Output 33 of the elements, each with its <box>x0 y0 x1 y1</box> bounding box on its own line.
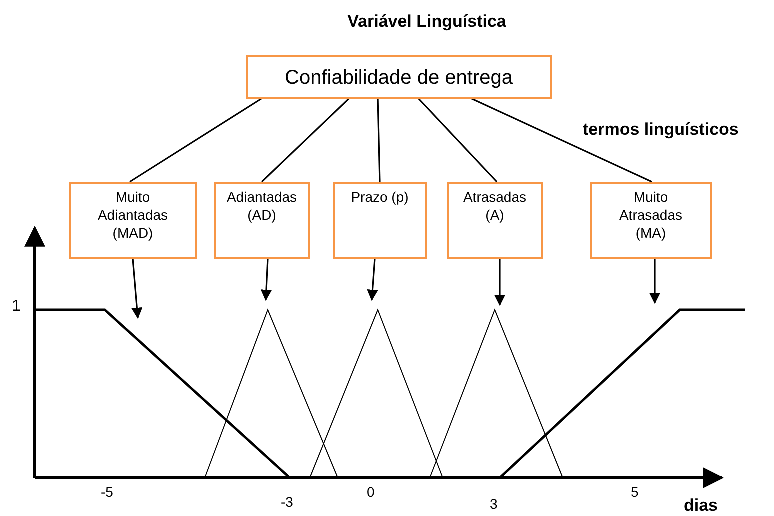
term-name: Atrasadas (A) <box>462 188 528 224</box>
arrow <box>132 258 143 320</box>
variable-box <box>246 55 552 99</box>
variable-name: Confiabilidade de entrega <box>284 66 514 91</box>
arrow <box>260 258 272 302</box>
term-name: Muito Atrasadas (MA) <box>618 188 684 243</box>
arrow <box>649 259 661 304</box>
arrow <box>367 258 378 302</box>
term-box <box>333 182 427 259</box>
term-box <box>447 182 543 259</box>
tick-label: -5 <box>101 484 114 500</box>
term-name: Prazo (p) <box>350 188 410 206</box>
axis-title: dias <box>684 496 718 516</box>
tick-label: -3 <box>281 494 294 510</box>
term-box <box>69 182 197 259</box>
diagram-title: Variável Linguística <box>346 12 508 32</box>
connector-line <box>377 98 381 182</box>
connector-line <box>261 97 351 183</box>
term-name: Muito Adiantadas (MAD) <box>96 188 170 243</box>
tick-label: 0 <box>367 484 375 500</box>
term-box <box>214 182 310 259</box>
annotation: termos linguísticos <box>583 120 739 140</box>
tick-label: 3 <box>490 496 498 512</box>
connector-line <box>470 97 652 183</box>
axis-value: 1 <box>12 298 21 316</box>
term-box <box>590 182 712 259</box>
arrow <box>494 259 506 306</box>
connector-line <box>130 97 264 183</box>
tick-label: 5 <box>631 484 639 500</box>
membership-line <box>35 308 291 479</box>
term-name: Adiantadas (AD) <box>226 188 298 224</box>
connector-line <box>417 97 498 183</box>
membership-line <box>499 308 745 479</box>
